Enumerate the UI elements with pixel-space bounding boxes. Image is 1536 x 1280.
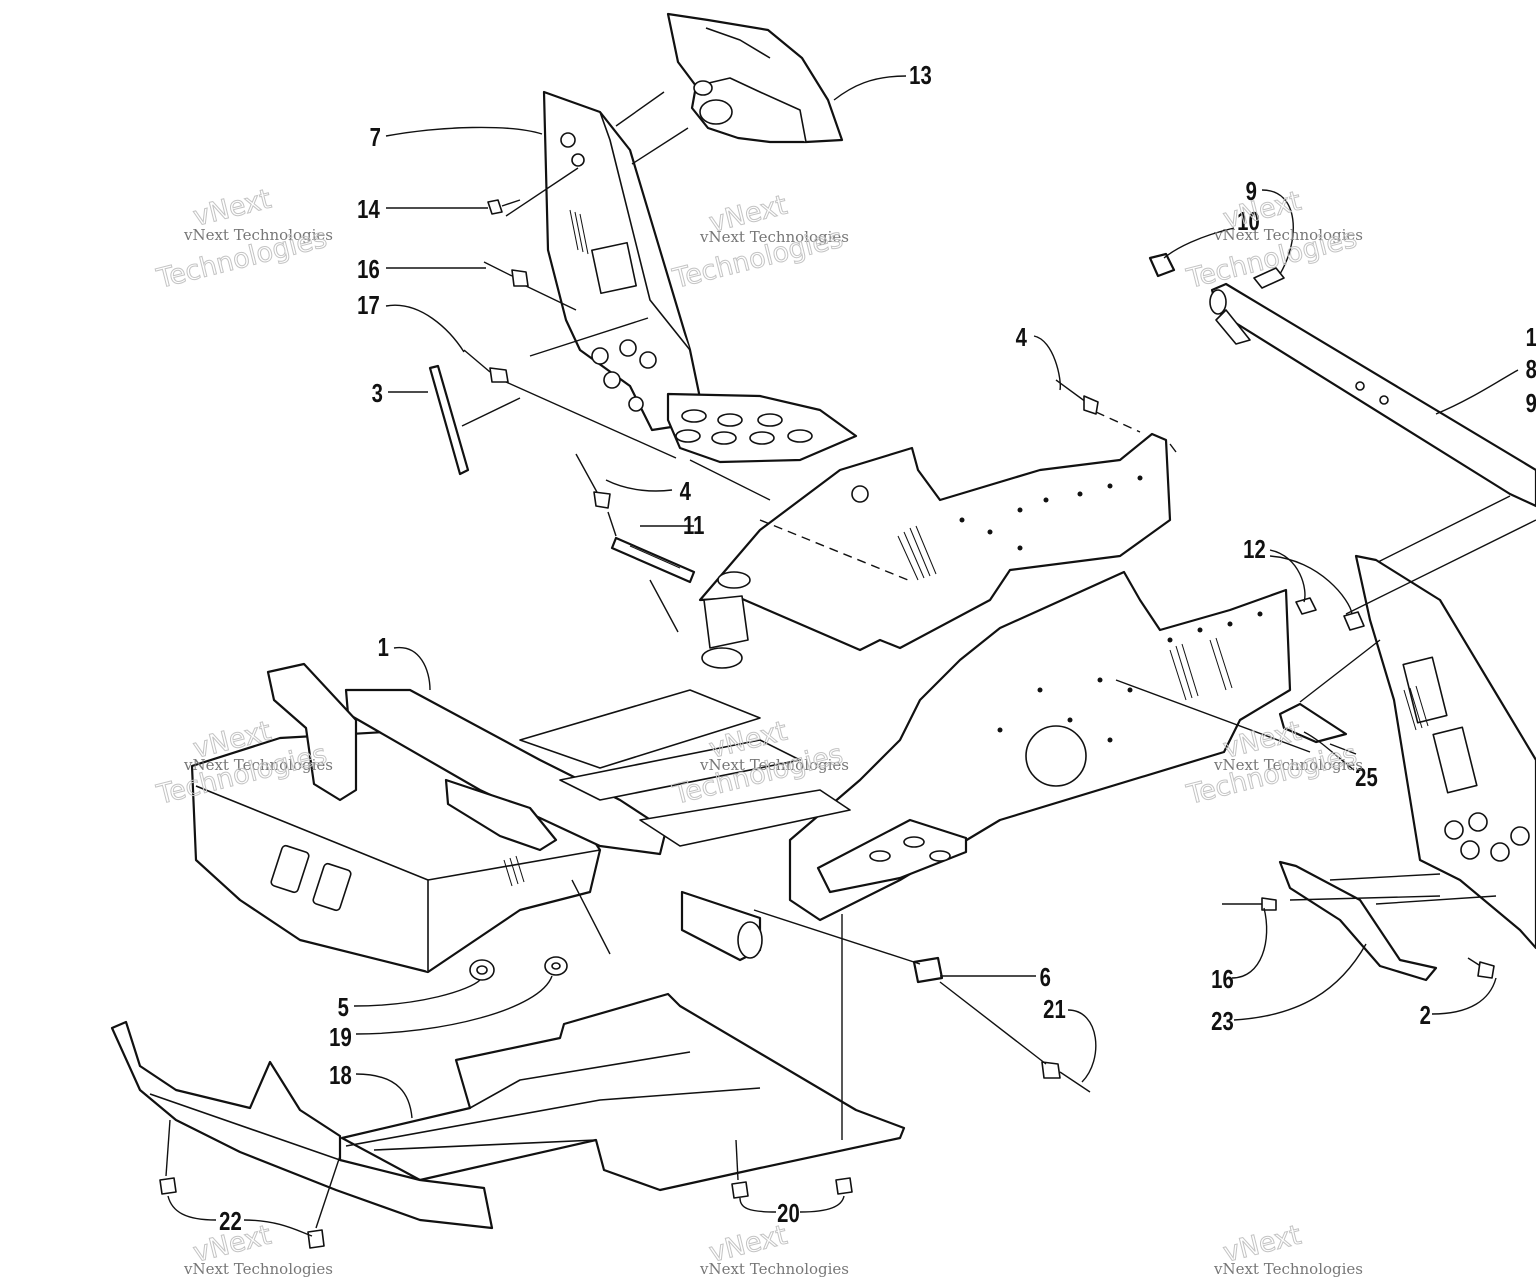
callout-4-right: 4 <box>1016 323 1027 352</box>
callout-3: 3 <box>372 379 383 408</box>
part-23-footrest-tab <box>1278 860 1438 982</box>
callout-20: 20 <box>777 1199 800 1228</box>
watermark-company: vNext Technologies <box>699 756 849 774</box>
callout-1-left: 1 <box>378 633 389 662</box>
fastener-16-rivet-top <box>483 261 529 287</box>
callout-25: 25 <box>1355 763 1378 792</box>
callout-19: 19 <box>329 1023 352 1052</box>
part-6-clip <box>912 956 944 984</box>
callout-11: 11 <box>683 511 704 540</box>
part-11-reflector <box>610 536 696 584</box>
watermark-7: vNext vNext Technologies <box>183 1219 333 1278</box>
part-25-bracket <box>1278 702 1348 744</box>
watermark-company: vNext Technologies <box>183 756 333 774</box>
callout-9-right: 9 <box>1526 389 1536 418</box>
callout-6: 6 <box>1040 963 1051 992</box>
part-12-nuts <box>1295 597 1365 631</box>
part-21-rivet <box>1041 1061 1091 1093</box>
watermark-company: vNext Technologies <box>183 226 333 244</box>
callout-10: 10 <box>1237 207 1260 236</box>
callout-14: 14 <box>357 195 380 224</box>
rivet-2 <box>1467 957 1495 979</box>
callout-16-bottom: 16 <box>1211 965 1234 994</box>
callout-17: 17 <box>357 291 380 320</box>
part-19-grommet <box>544 956 568 976</box>
screws-20 <box>731 1177 853 1199</box>
front-nose-skid <box>110 1020 494 1230</box>
callout-4-left: 4 <box>680 477 691 506</box>
watermark-company: vNext Technologies <box>1213 1260 1363 1278</box>
callout-22: 22 <box>219 1207 242 1236</box>
watermark-4: vNext vNext Technologies Technologies <box>153 715 333 811</box>
watermark-1: vNext vNext Technologies Technologies <box>153 183 333 295</box>
callout-7: 7 <box>370 123 381 152</box>
watermark-9: vNext vNext Technologies <box>1213 1219 1363 1278</box>
watermark-company: vNext Technologies <box>699 1260 849 1278</box>
callout-2: 2 <box>1420 1001 1431 1030</box>
callout-23: 23 <box>1211 1007 1234 1036</box>
rivet-16-lower <box>1222 897 1277 911</box>
part-18-belly-pan <box>340 992 906 1192</box>
callout-1-right: 1 <box>1526 323 1536 352</box>
part-13-nose-cone <box>666 12 844 144</box>
screws-22 <box>159 1177 325 1249</box>
callout-13: 13 <box>909 61 932 90</box>
watermark-company: vNext Technologies <box>1213 226 1363 244</box>
watermark-2: vNext vNext Technologies Technologies <box>669 189 849 295</box>
part-7-steering-post <box>542 90 702 432</box>
callout-16-top: 16 <box>357 255 380 284</box>
callout-leaders <box>167 75 1519 1237</box>
part-5-grommet <box>469 959 495 981</box>
callout-21: 21 <box>1043 995 1066 1024</box>
watermark-company: vNext Technologies <box>699 228 849 246</box>
part-3-rod <box>428 364 470 476</box>
fastener-17-rivet <box>463 349 509 383</box>
callout-12: 12 <box>1243 535 1266 564</box>
callout-9-top: 9 <box>1246 177 1257 206</box>
fastener-4-rivet-left <box>575 453 611 509</box>
callout-18: 18 <box>329 1061 352 1090</box>
fastener-14-screw <box>487 199 521 215</box>
watermark-8: vNext vNext Technologies <box>699 1219 849 1278</box>
callout-5: 5 <box>338 993 349 1022</box>
callout-8: 8 <box>1526 355 1536 384</box>
rivet-4-right <box>1055 379 1099 415</box>
front-bulkhead-post <box>1354 554 1536 950</box>
main-chassis <box>190 432 1292 974</box>
watermark-company: vNext Technologies <box>183 1260 333 1278</box>
callout-labels: 13 7 14 16 17 3 4 11 1 4 9 10 1 8 9 12 2… <box>219 61 1536 1236</box>
watermark-company: vNext Technologies <box>1213 756 1363 774</box>
steering-shaft-assembly <box>1148 252 1536 508</box>
footrest-plate <box>666 392 858 464</box>
assembly-lines <box>165 91 1536 1229</box>
